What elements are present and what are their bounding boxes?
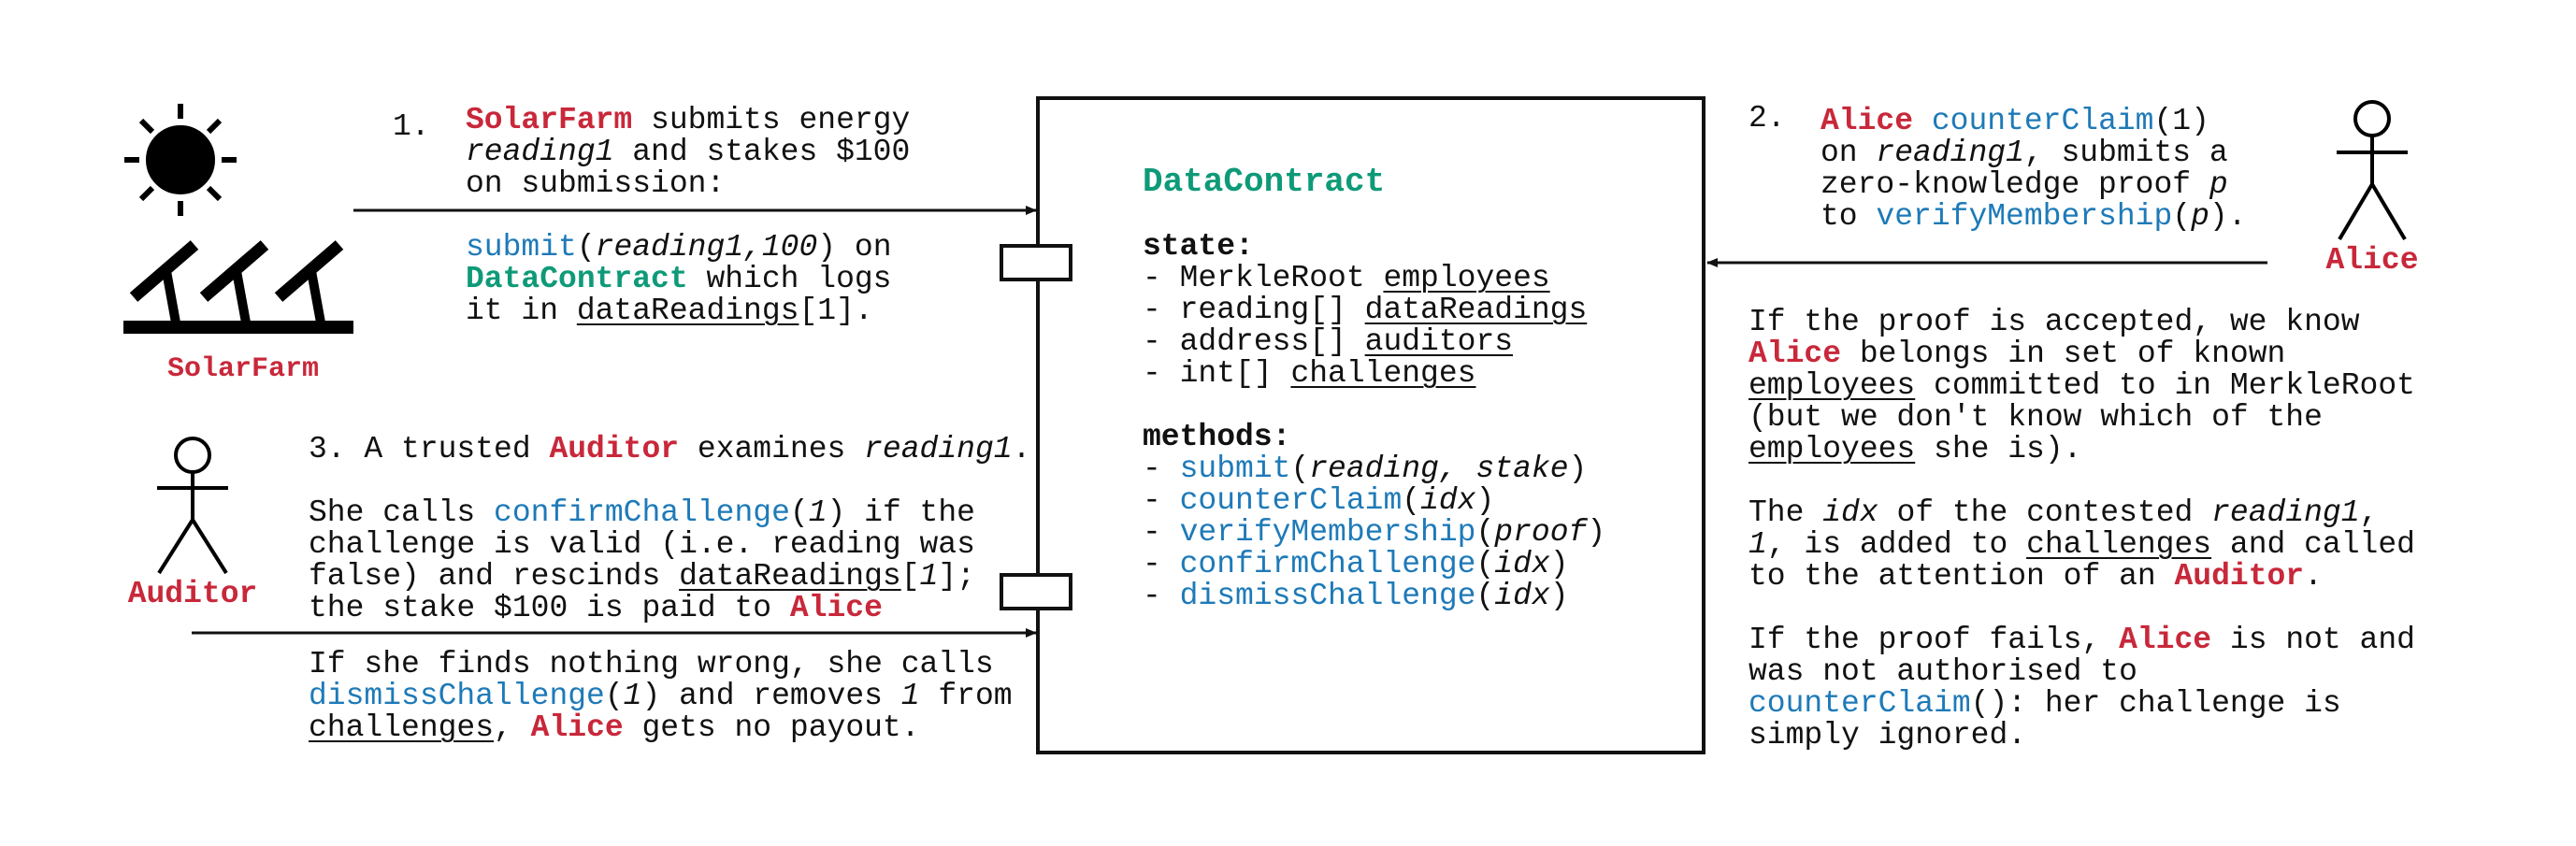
state-field: - MerkleRoot employees (1143, 261, 1550, 295)
alice-figure-icon (2337, 100, 2408, 241)
step1-number: 1. (393, 109, 430, 144)
method-item: - verifyMembership(proof) (1143, 515, 1606, 550)
state-field: - address[] auditors (1143, 324, 1514, 359)
methods-heading: methods: (1143, 420, 1291, 454)
step2-number: 2. (1749, 101, 1786, 136)
method-item: - submit(reading, stake) (1143, 452, 1588, 486)
auditor-label: Auditor (127, 577, 258, 611)
state-field: - int[] challenges (1143, 356, 1476, 391)
method-item: - dismissChallenge(idx) (1143, 579, 1569, 613)
contract-body: state: - MerkleRoot employees - reading[… (1143, 231, 1605, 612)
auditor-figure-icon (157, 437, 228, 575)
method-item: - counterClaim(idx) (1143, 483, 1495, 518)
data-contract-box (1036, 96, 1705, 754)
state-field: - reading[] dataReadings (1143, 293, 1588, 327)
solarfarm-label: SolarFarm (166, 353, 320, 385)
step3-dismiss-text: If she finds nothing wrong, she calls di… (309, 647, 1013, 745)
solar-panel-icon (123, 240, 353, 334)
sun-icon (124, 104, 237, 216)
state-heading: state: (1143, 229, 1254, 264)
proof-outcome-notes: If the proof is accepted, we know Alice … (1749, 305, 2415, 753)
contract-port-top (1000, 244, 1072, 281)
alice-label: Alice (2325, 243, 2419, 278)
step2-text: Alice counterClaim(1) on reading1, submi… (1820, 104, 2247, 234)
step3-text: 3. A trusted Auditor examines reading1. … (309, 432, 1031, 625)
contract-title: DataContract (1143, 163, 1386, 201)
method-item: - confirmChallenge(idx) (1143, 547, 1569, 581)
contract-port-bottom (1000, 573, 1072, 610)
step1-text: SolarFarm submits energy reading1 and st… (466, 103, 911, 328)
